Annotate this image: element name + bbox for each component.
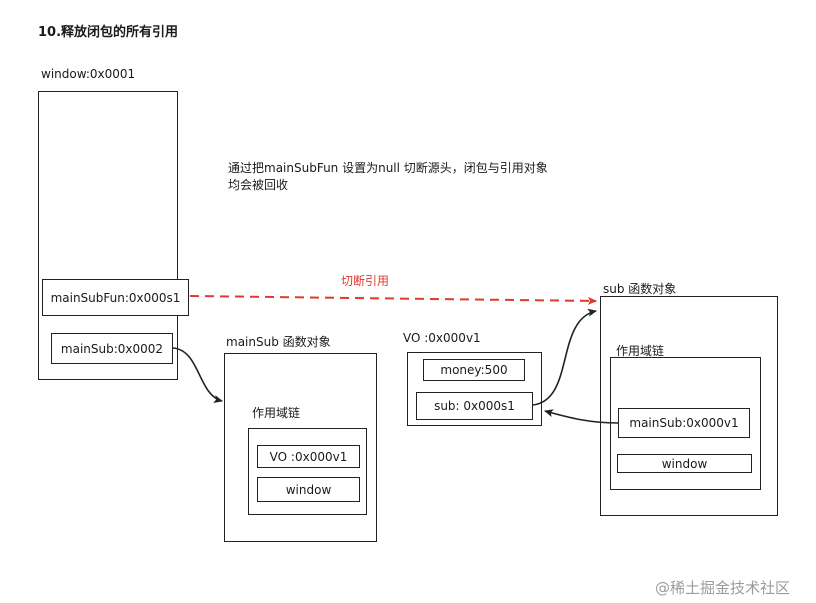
vo-sub-reference-arrow xyxy=(532,308,597,406)
sub-scope-chain-label: 作用域链 xyxy=(616,344,665,358)
window-label: window:0x0001 xyxy=(41,67,136,81)
vo-object-label: VO :0x000v1 xyxy=(403,331,481,345)
vo-item-text: sub: 0x000s1 xyxy=(434,399,515,413)
sub-scope-item-window: window xyxy=(617,454,752,473)
mainsub-scope-chain-label: 作用域链 xyxy=(252,406,301,420)
explanation-note: 通过把mainSubFun 设置为null 切断源头，闭包与引用对象均会被回收 xyxy=(228,161,548,192)
scope-item-text: VO :0x000v1 xyxy=(269,449,348,464)
scope-to-vo-arrow xyxy=(544,409,619,424)
cut-reference-label: 切断引用 xyxy=(341,274,390,288)
scope-item-text: mainSub:0x000v1 xyxy=(629,416,739,430)
sub-scope-item-mainsub: mainSub:0x000v1 xyxy=(618,408,750,438)
mainsub-reference-arrow xyxy=(172,347,223,403)
mainsub-scope-item-window: window xyxy=(257,477,360,502)
vo-item-money: money:500 xyxy=(423,359,525,381)
mainsub-value: mainSub:0x0002 xyxy=(60,341,164,356)
vo-item-sub: sub: 0x000s1 xyxy=(416,392,533,420)
window-var-mainsub: mainSub:0x0002 xyxy=(51,333,173,364)
mainsubfun-value: mainSubFun:0x000s1 xyxy=(50,290,181,305)
mainsub-scope-item-vo: VO :0x000v1 xyxy=(257,445,360,468)
page-title: 10.释放闭包的所有引用 xyxy=(38,25,179,40)
scope-item-text: window xyxy=(661,456,708,471)
window-var-mainsubfun: mainSubFun:0x000s1 xyxy=(42,279,189,316)
mainsub-function-label: mainSub 函数对象 xyxy=(226,335,331,349)
window-object-box xyxy=(38,91,178,380)
vo-item-text: money:500 xyxy=(440,363,508,377)
scope-item-text: window xyxy=(285,482,332,497)
cut-reference-arrow xyxy=(189,295,597,305)
watermark: @稀土掘金技术社区 xyxy=(655,579,791,597)
sub-function-label: sub 函数对象 xyxy=(603,282,677,296)
